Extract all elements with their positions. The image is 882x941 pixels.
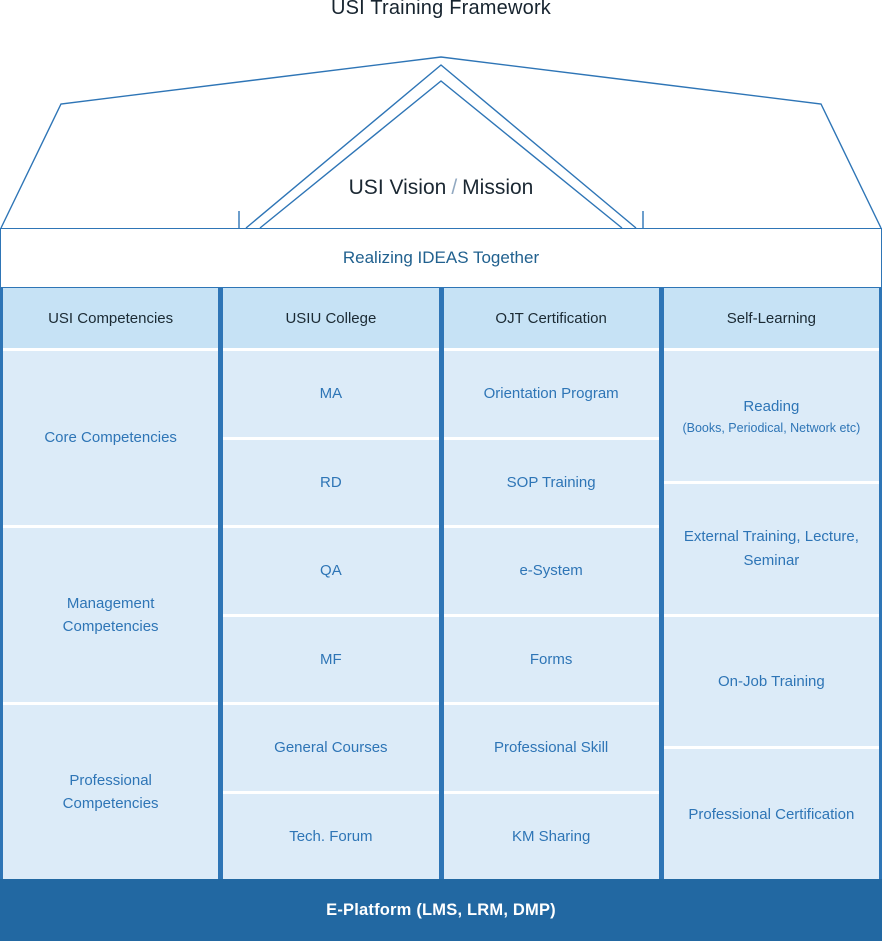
gable-trim-outer-line (245, 64, 637, 229)
cell-label: KM Sharing (511, 827, 591, 845)
cell-on-job-training: On-Job Training (663, 616, 879, 747)
vision-text: USI Vision (348, 176, 447, 199)
cell-ma: MA (223, 351, 439, 437)
column-header-usi-competencies: USI Competencies (3, 288, 219, 348)
cell-management-competencies: Management Competencies (3, 528, 219, 702)
cell-e-system: e-System (443, 528, 659, 614)
cell-label: Orientation Program (483, 385, 619, 403)
cell-label: QA (320, 562, 342, 580)
vision-mission-slash: / (451, 176, 458, 199)
column-usi-competencies: USI Competencies Core Competencies Manag… (3, 288, 219, 879)
cell-tech-forum: Tech. Forum (223, 793, 439, 879)
cell-orientation-program: Orientation Program (443, 351, 659, 437)
cell-label: e-System (519, 562, 583, 580)
roof-outline (0, 56, 882, 229)
column-divider (438, 288, 444, 879)
column-cells: MA RD QA MF General Courses Tech. Forum (223, 351, 439, 879)
cell-label: Professional Competencies (62, 771, 159, 812)
cell-km-sharing: KM Sharing (443, 793, 659, 879)
footer-text: E-Platform (LMS, LRM, DMP) (326, 900, 556, 919)
column-cells: Reading (Books, Periodical, Network etc)… (663, 351, 879, 879)
outer-roof-line (0, 56, 882, 229)
cell-sublabel: (Books, Periodical, Network etc) (682, 420, 861, 435)
cell-label: MA (319, 385, 343, 403)
cell-qa: QA (223, 528, 439, 614)
column-usiu-college: USIU College MA RD QA MF General Courses (223, 288, 439, 879)
vision-mission-label: USI Vision/Mission (0, 176, 882, 200)
cell-forms: Forms (443, 616, 659, 702)
cell-label: Professional Skill (494, 739, 609, 757)
gable-trim-inner-line (259, 80, 623, 229)
column-cells: Orientation Program SOP Training e-Syste… (443, 351, 659, 879)
cell-label: Core Competencies (44, 429, 177, 447)
cell-professional-certification: Professional Certification (663, 749, 879, 879)
footer-eplatform-bar: E-Platform (LMS, LRM, DMP) (0, 879, 882, 941)
column-cells: Core Competencies Management Competencie… (3, 351, 219, 879)
cell-core-competencies: Core Competencies (3, 351, 219, 525)
banner-realizing-ideas: Realizing IDEAS Together (0, 228, 882, 288)
cell-professional-skill: Professional Skill (443, 705, 659, 791)
cell-label: On-Job Training (718, 672, 825, 690)
banner-text: Realizing IDEAS Together (342, 248, 540, 267)
cell-external-training: External Training, Lecture, Seminar (663, 483, 879, 614)
page-title: USI Training Framework (330, 0, 551, 19)
column-header-self-learning: Self-Learning (663, 288, 879, 348)
cell-mf: MF (223, 616, 439, 702)
column-self-learning: Self-Learning Reading (Books, Periodical… (663, 288, 879, 879)
column-header-ojt-certification: OJT Certification (443, 288, 659, 348)
column-ojt-certification: OJT Certification Orientation Program SO… (443, 288, 659, 879)
cell-label: Forms (529, 650, 573, 668)
cell-label: Tech. Forum (289, 827, 373, 845)
column-divider (218, 288, 224, 879)
cell-professional-competencies: Professional Competencies (3, 705, 219, 879)
cell-label: SOP Training (506, 473, 596, 491)
cell-label: MF (320, 650, 342, 668)
pillars-section: USI Competencies Core Competencies Manag… (0, 288, 882, 879)
cell-label: External Training, Lecture, Seminar (683, 528, 859, 569)
column-divider (658, 288, 664, 879)
cell-label: General Courses (274, 739, 388, 757)
mission-text: Mission (462, 176, 534, 199)
cell-general-courses: General Courses (223, 705, 439, 791)
cell-reading: Reading (Books, Periodical, Network etc) (663, 351, 879, 481)
cell-label: Management Competencies (62, 594, 159, 635)
cell-rd: RD (223, 439, 439, 525)
cell-label: RD (320, 473, 342, 491)
cell-label: Professional Certification (688, 805, 855, 823)
cell-label: Reading (743, 398, 800, 416)
column-header-usiu-college: USIU College (223, 288, 439, 348)
cell-sop-training: SOP Training (443, 439, 659, 525)
